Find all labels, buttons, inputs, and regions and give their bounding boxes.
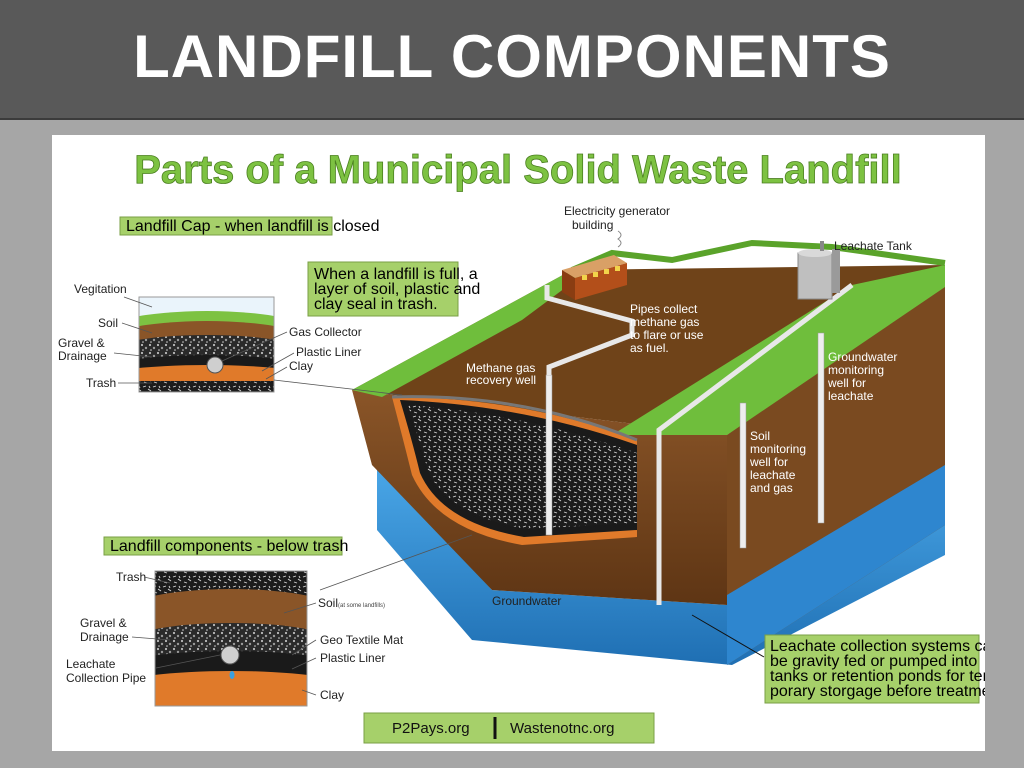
footer-right-link[interactable]: Wastenotnc.org (510, 720, 615, 737)
cap-box-text: Landfill Cap - when landfill is closed (126, 218, 379, 235)
slide-header: LANDFILL COMPONENTS (0, 0, 1024, 120)
cap-gravel-label: Gravel &Drainage (58, 336, 107, 363)
cap-leader-lines (113, 296, 403, 396)
below-plastic-liner-label: Plastic Liner (320, 651, 385, 665)
leachate-tank-label: Leachate Tank (834, 239, 913, 253)
below-gravel-label: Gravel &Drainage (80, 616, 129, 644)
diagram-title: Parts of a Municipal Solid Waste Landfil… (134, 148, 902, 192)
landfill-block (352, 230, 946, 665)
cap-inset (139, 297, 274, 392)
below-clay-label: Clay (320, 688, 344, 702)
below-leader-lines (131, 534, 473, 696)
block-top-face (352, 265, 945, 435)
cap-plastic-liner-label: Plastic Liner (296, 345, 361, 359)
diagram-panel: Parts of a Municipal Solid Waste Landfil… (52, 135, 1008, 751)
trash-mass (408, 405, 637, 529)
leachate-pipe (656, 283, 854, 605)
soil-monitoring-well (739, 402, 747, 549)
below-geotextile-label: Geo Textile Mat (320, 633, 404, 647)
grass-strip-right (612, 265, 945, 435)
below-trash-label: Trash (116, 570, 146, 584)
footer-bar: P2Pays.org Wastenotnc.org (363, 712, 655, 744)
below-box-text: Landfill components - below trash (110, 538, 348, 555)
gas-pipe (544, 285, 635, 375)
electricity-building (562, 230, 627, 300)
cap-soil-label: Soil (98, 316, 118, 330)
groundwater-monitoring-well (817, 332, 825, 524)
below-inset (155, 571, 307, 706)
footer-left-link[interactable]: P2Pays.org (392, 720, 470, 737)
cap-gas-collector-label: Gas Collector (289, 325, 362, 339)
cap-clay-label: Clay (289, 359, 313, 373)
landfill-diagram: Parts of a Municipal Solid Waste Landfil… (58, 148, 1008, 744)
below-soil-label: Soil (318, 596, 338, 610)
below-box-label (103, 536, 343, 556)
cap-trash-label: Trash (86, 376, 116, 390)
slide-title: LANDFILL COMPONENTS (133, 23, 891, 90)
cap-box-label (119, 216, 333, 236)
below-soil-note: (at some landfills) (338, 603, 385, 609)
methane-well-pipe (545, 374, 553, 536)
cap-vegetation-label: Vegitation (74, 282, 127, 296)
leachate-tank (797, 241, 840, 300)
groundwater-label: Groundwater (492, 594, 561, 608)
